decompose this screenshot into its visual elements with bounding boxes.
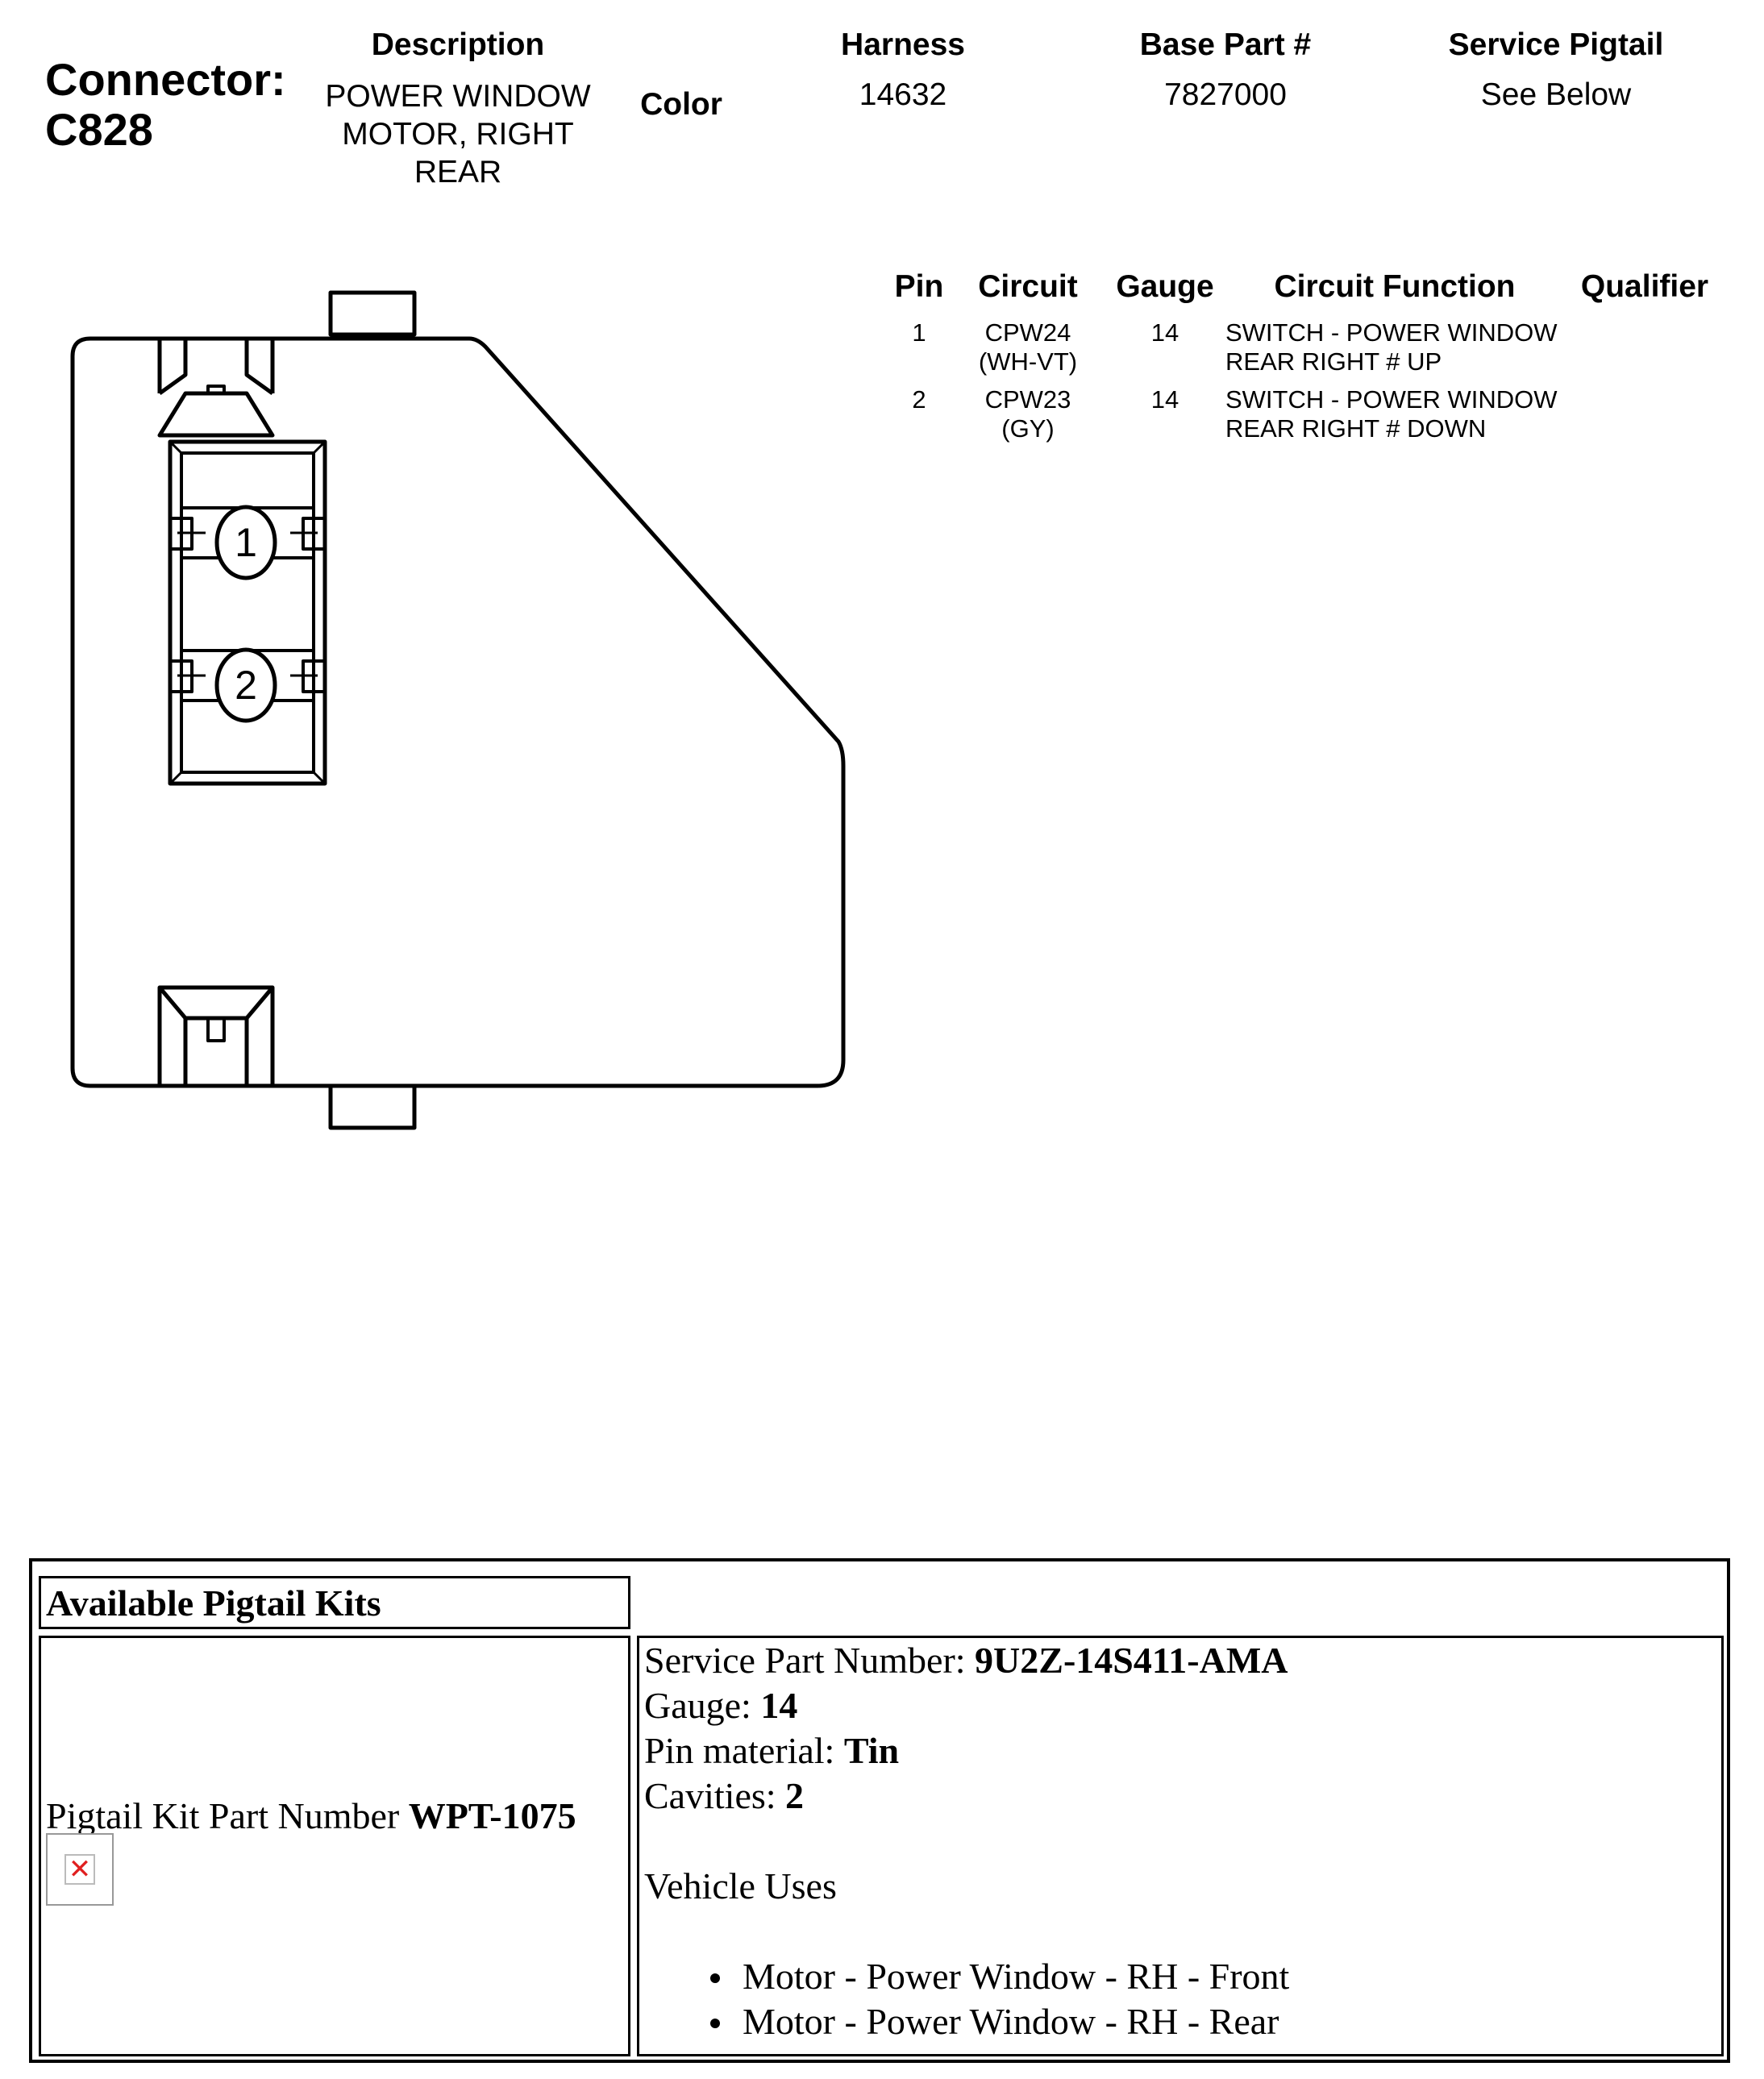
vehicle-uses-label: Vehicle Uses — [644, 1865, 837, 1906]
description-value: POWER WINDOW MOTOR, RIGHT REAR — [297, 77, 619, 191]
gauge-cell: 14 — [1150, 318, 1179, 347]
circuit-header: Circuit — [978, 269, 1078, 304]
qualifier-header: Qualifier — [1580, 269, 1709, 304]
function-line: SWITCH - POWER WINDOW — [1225, 318, 1558, 347]
circuit-color: (WH-VT) — [978, 347, 1078, 376]
pigtail-kits-title-cell: Available Pigtail Kits — [39, 1576, 630, 1629]
base-part-label: Base Part # — [1139, 27, 1312, 62]
connector-id: C828 — [45, 104, 153, 155]
description-line: MOTOR, RIGHT — [342, 117, 574, 152]
gauge-header: Gauge — [1116, 269, 1214, 304]
pin-header: Pin — [894, 269, 944, 304]
function-cell: SWITCH - POWER WINDOW REAR RIGHT # UP — [1225, 318, 1580, 376]
cavity-housing — [168, 439, 327, 786]
circuit-cell: CPW23 (GY) — [963, 385, 1092, 443]
gauge-line: Gauge: 14 — [644, 1683, 1289, 1728]
pigtail-kits-title: Available Pigtail Kits — [46, 1582, 381, 1624]
cavity-2-label: 2 — [235, 663, 257, 708]
circuit-color: (GY) — [1001, 414, 1055, 443]
description-line: POWER WINDOW — [325, 79, 591, 114]
cavities-line: Cavities: 2 — [644, 1773, 1289, 1819]
bottom-notch — [157, 985, 275, 1086]
service-part-number: 9U2Z-14S411-AMA — [975, 1640, 1288, 1681]
pin-material-line: Pin material: Tin — [644, 1728, 1289, 1773]
connector-body — [70, 336, 846, 1088]
service-pigtail-value: See Below — [1480, 77, 1632, 112]
gauge-value: 14 — [760, 1685, 798, 1726]
kit-details: Service Part Number: 9U2Z-14S411-AMA Gau… — [644, 1638, 1289, 2044]
color-label: Color — [640, 87, 722, 122]
vehicle-use-item: Motor - Power Window - RH - Rear — [644, 1999, 1289, 2044]
connector-face-diagram: 1 2 — [70, 290, 846, 1130]
kit-details-cell: Service Part Number: 9U2Z-14S411-AMA Gau… — [637, 1636, 1724, 2056]
vehicle-uses-list: Motor - Power Window - RH - Front Motor … — [644, 1954, 1289, 2044]
service-pigtail-label: Service Pigtail — [1448, 27, 1664, 62]
cavity-1-label: 1 — [235, 520, 257, 565]
cavities-label: Cavities: — [644, 1775, 786, 1816]
cavities-value: 2 — [785, 1775, 805, 1816]
kit-part-cell: Pigtail Kit Part Number WPT-1075 ✕ — [39, 1636, 630, 2056]
circuit-cell: CPW24 (WH-VT) — [963, 318, 1092, 376]
pin-number: 2 — [912, 385, 926, 414]
cavity-2-marker — [214, 647, 277, 723]
gauge-label: Gauge: — [644, 1685, 761, 1726]
base-part-value: 7827000 — [1164, 77, 1287, 112]
function-line: REAR RIGHT # UP — [1225, 347, 1442, 376]
pin-material-label: Pin material: — [644, 1730, 844, 1771]
gauge-cell: 14 — [1150, 385, 1179, 414]
description-line: REAR — [414, 155, 502, 189]
service-part-label: Service Part Number: — [644, 1640, 976, 1681]
harness-value: 14632 — [859, 77, 947, 112]
top-notch — [157, 339, 275, 438]
cavity-1-marker — [214, 505, 277, 580]
function-header: Circuit Function — [1274, 269, 1516, 304]
function-cell: SWITCH - POWER WINDOW REAR RIGHT # DOWN — [1225, 385, 1580, 443]
circuit-code: CPW23 — [984, 385, 1071, 414]
connector-label: Connector: — [45, 54, 286, 105]
service-part-line: Service Part Number: 9U2Z-14S411-AMA — [644, 1638, 1289, 1683]
bottom-latch-tab — [328, 1083, 417, 1130]
pigtail-kits-table: Available Pigtail Kits Pigtail Kit Part … — [29, 1558, 1730, 2063]
description-label: Description — [371, 27, 545, 62]
circuit-code: CPW24 — [984, 318, 1071, 347]
pin-number: 1 — [912, 318, 926, 347]
broken-image-icon: ✕ — [46, 1833, 114, 1906]
kit-part-label: Pigtail Kit Part Number — [46, 1795, 409, 1836]
top-latch-tab — [328, 290, 417, 337]
kit-part-number: WPT-1075 — [408, 1795, 576, 1836]
kit-part-line: Pigtail Kit Part Number WPT-1075 — [46, 1794, 576, 1839]
vehicle-use-item: Motor - Power Window - RH - Front — [644, 1954, 1289, 1999]
function-line: REAR RIGHT # DOWN — [1225, 414, 1487, 443]
harness-label: Harness — [841, 27, 965, 62]
function-line: SWITCH - POWER WINDOW — [1225, 385, 1558, 414]
pin-material-value: Tin — [843, 1730, 900, 1771]
